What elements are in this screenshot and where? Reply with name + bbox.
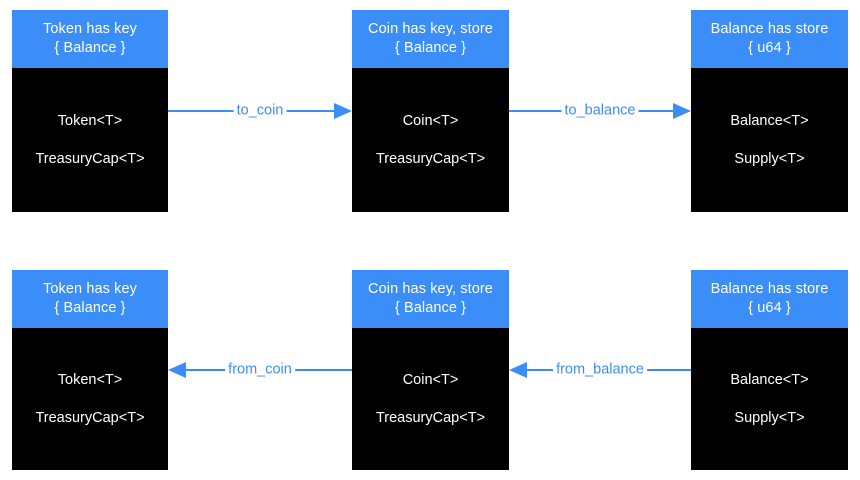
node-body-balance-bot: Balance<T> Supply<T> — [691, 328, 848, 470]
node-body-token-bot: Token<T> TreasuryCap<T> — [12, 328, 168, 470]
node-line-supply-type: Supply<T> — [734, 410, 805, 426]
node-coin-top[interactable]: Coin has key, store { Balance } Coin<T> … — [352, 10, 509, 212]
node-line-treasurycap-type: TreasuryCap<T> — [35, 410, 145, 426]
edge-label-from-balance: from_balance — [553, 361, 647, 379]
node-balance-top[interactable]: Balance has store { u64 } Balance<T> Sup… — [691, 10, 848, 212]
node-header-token-top: Token has key { Balance } — [12, 10, 168, 68]
node-body-balance-top: Balance<T> Supply<T> — [691, 68, 848, 212]
node-line-coin-type: Coin<T> — [402, 113, 459, 129]
node-body-token-top: Token<T> TreasuryCap<T> — [12, 68, 168, 212]
node-body-coin-bot: Coin<T> TreasuryCap<T> — [352, 328, 509, 470]
node-header-balance-bot: Balance has store { u64 } — [691, 270, 848, 328]
edge-from-balance: from_balance — [509, 355, 691, 385]
node-line-treasurycap-type: TreasuryCap<T> — [375, 410, 486, 426]
node-balance-bot[interactable]: Balance has store { u64 } Balance<T> Sup… — [691, 270, 848, 470]
node-line-balance-type: Balance<T> — [730, 113, 809, 129]
edge-to-balance: to_balance — [509, 96, 691, 126]
edge-to-coin: to_coin — [168, 96, 352, 126]
node-line-treasurycap-type: TreasuryCap<T> — [35, 151, 145, 167]
node-line-balance-type: Balance<T> — [730, 372, 809, 388]
node-coin-bot[interactable]: Coin has key, store { Balance } Coin<T> … — [352, 270, 509, 470]
node-header-balance-top: Balance has store { u64 } — [691, 10, 848, 68]
node-body-coin-top: Coin<T> TreasuryCap<T> — [352, 68, 509, 212]
edge-label-to-coin: to_coin — [233, 102, 287, 120]
node-token-bot[interactable]: Token has key { Balance } Token<T> Treas… — [12, 270, 168, 470]
node-line-supply-type: Supply<T> — [734, 151, 805, 167]
edge-from-coin: from_coin — [168, 355, 352, 385]
node-header-coin-bot: Coin has key, store { Balance } — [352, 270, 509, 328]
node-token-top[interactable]: Token has key { Balance } Token<T> Treas… — [12, 10, 168, 212]
node-header-token-bot: Token has key { Balance } — [12, 270, 168, 328]
node-line-token-type: Token<T> — [57, 372, 123, 388]
node-header-coin-top: Coin has key, store { Balance } — [352, 10, 509, 68]
edge-label-from-coin: from_coin — [225, 361, 295, 379]
edge-label-to-balance: to_balance — [561, 102, 639, 120]
node-line-token-type: Token<T> — [57, 113, 123, 129]
node-line-coin-type: Coin<T> — [402, 372, 459, 388]
node-line-treasurycap-type: TreasuryCap<T> — [375, 151, 486, 167]
